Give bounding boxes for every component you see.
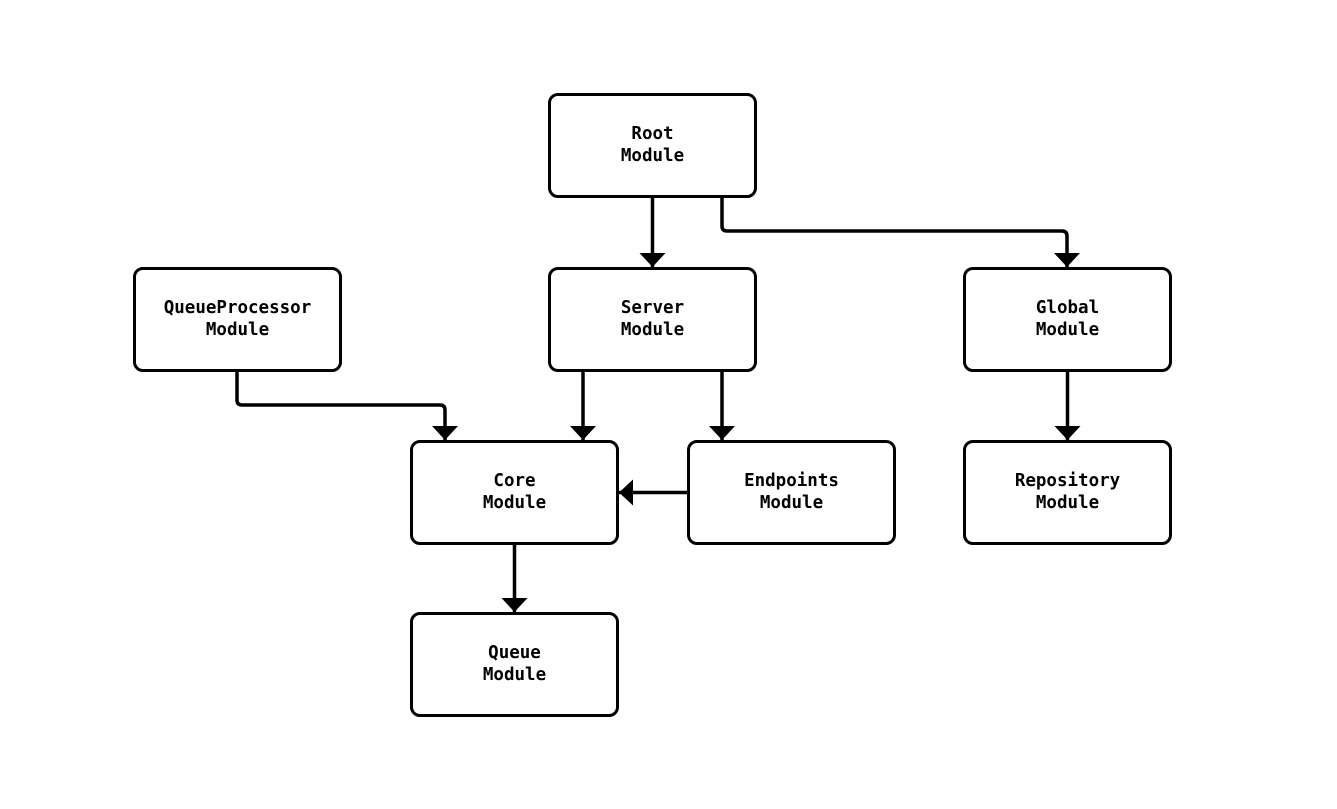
node-label-line1: Core [493, 471, 536, 491]
node-label-line2: Module [620, 145, 685, 166]
node-label-line1: Root [631, 124, 674, 144]
node-label-line1: Queue [488, 643, 541, 663]
node-repository-module: Repository Module [963, 440, 1172, 545]
node-root-module: Root Module [548, 93, 757, 198]
node-label-line2: Module [1035, 492, 1100, 513]
node-label-line1: Repository [1014, 471, 1121, 491]
node-server-module: Server Module [548, 267, 757, 372]
node-label-line2: Module [482, 492, 547, 513]
node-global-module: Global Module [963, 267, 1172, 372]
node-label-line1: Endpoints [744, 471, 839, 491]
node-endpoints-module: Endpoints Module [687, 440, 896, 545]
edge-root-to-global [720, 198, 1080, 267]
node-label-line2: Module [205, 319, 270, 340]
node-label-line1: Global [1035, 298, 1100, 318]
node-label-line1: QueueProcessor [163, 298, 312, 318]
node-label-line2: Module [620, 319, 685, 340]
node-queue-module: Queue Module [410, 612, 619, 717]
node-label-line2: Module [759, 492, 824, 513]
node-label-line2: Module [482, 664, 547, 685]
edge-queueprocessor-to-core [235, 372, 458, 440]
node-queueprocessor-module: QueueProcessor Module [133, 267, 342, 372]
node-label-line2: Module [1035, 319, 1100, 340]
node-label-line1: Server [620, 298, 685, 318]
node-core-module: Core Module [410, 440, 619, 545]
